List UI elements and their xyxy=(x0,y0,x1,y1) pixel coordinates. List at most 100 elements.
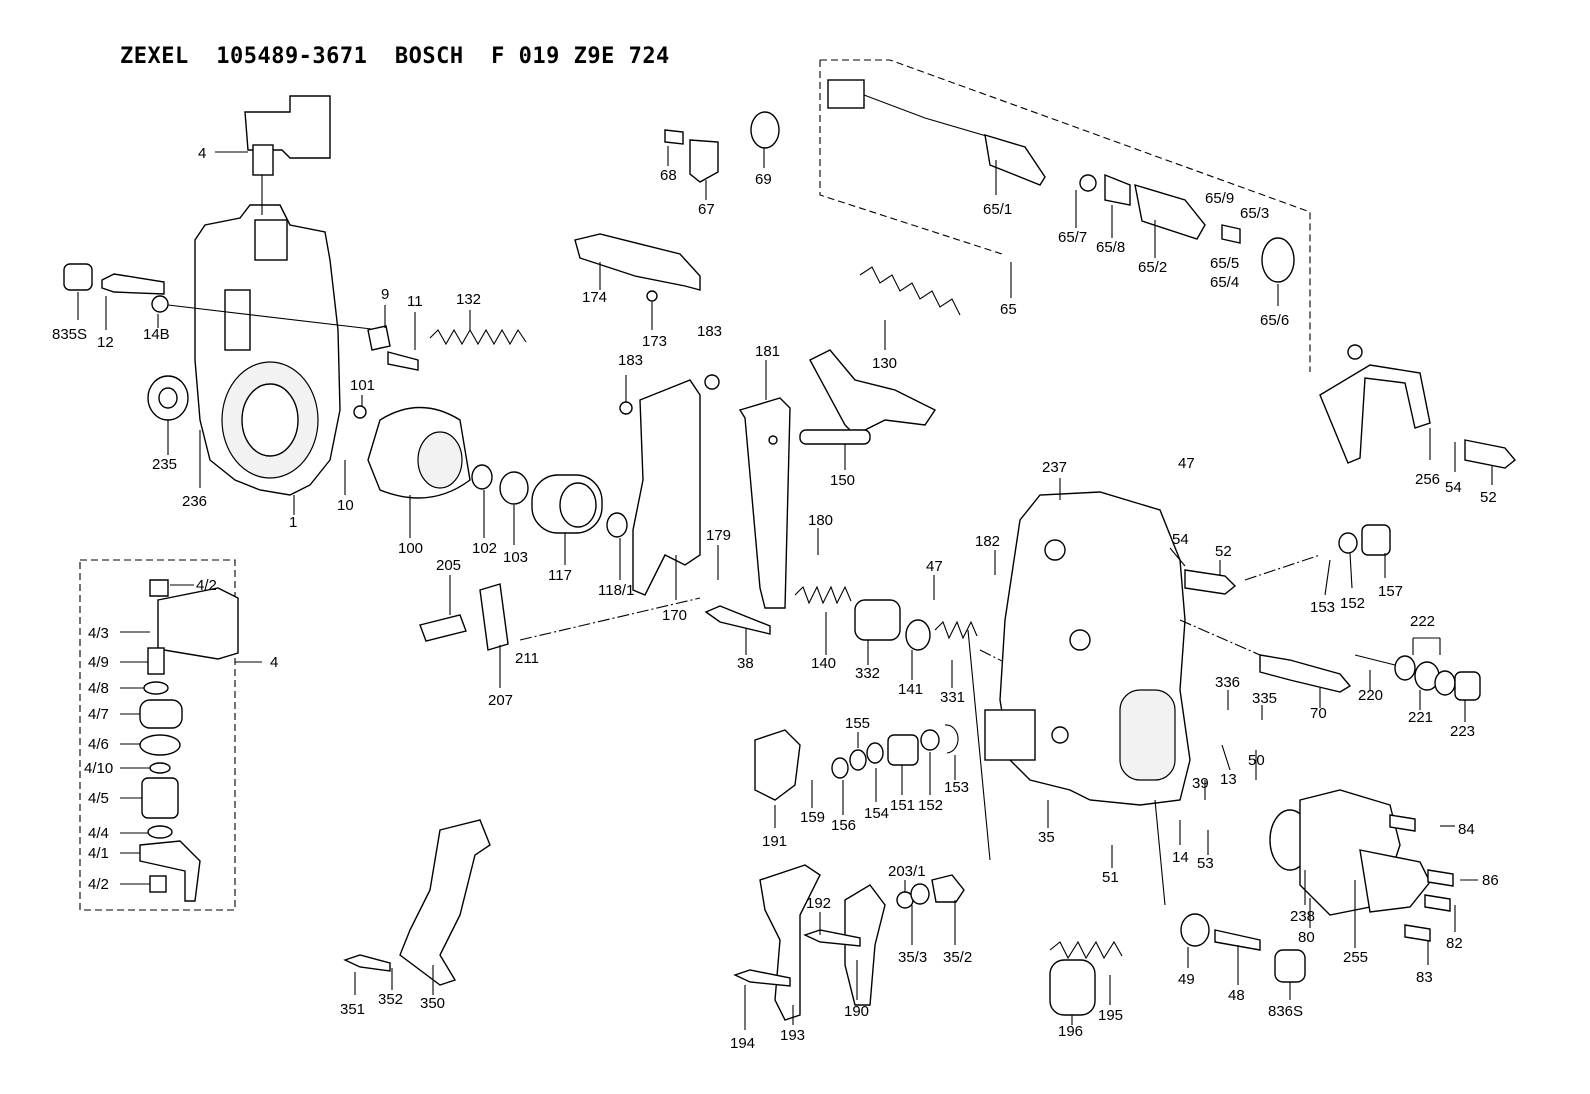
part-label-65: 65 xyxy=(1000,301,1017,318)
screw-52 xyxy=(1184,524,1391,595)
clip-group xyxy=(664,111,780,183)
part-label-835S: 835S xyxy=(52,326,87,343)
part-label-836S: 836S xyxy=(1268,1003,1303,1020)
part-label-236: 236 xyxy=(182,493,207,510)
part-label-65-3: 65/3 xyxy=(1240,205,1269,222)
part-label-173: 173 xyxy=(642,333,667,350)
part-label-35-3: 35/3 xyxy=(898,949,927,966)
part-label-155: 155 xyxy=(845,715,870,732)
lever-190-193-group xyxy=(733,864,965,1021)
part-label-157: 157 xyxy=(1378,583,1403,600)
part-label-83: 83 xyxy=(1416,969,1433,986)
part-label-203-1: 203/1 xyxy=(888,863,926,880)
part-label-351: 351 xyxy=(340,1001,365,1018)
part-label-181: 181 xyxy=(755,343,780,360)
part-label-211: 211 xyxy=(515,650,539,667)
part-label-153b: 153 xyxy=(944,779,969,796)
part-label-65-9: 65/9 xyxy=(1205,190,1234,207)
part-label-4-9: 4/9 xyxy=(88,654,109,671)
housing-part xyxy=(194,204,341,496)
part-label-68: 68 xyxy=(660,167,677,184)
part-label-223: 223 xyxy=(1450,723,1475,740)
part-label-196: 196 xyxy=(1058,1023,1083,1040)
part-label-4-3: 4/3 xyxy=(88,625,109,642)
part-label-4: 4 xyxy=(198,145,206,162)
part-label-69: 69 xyxy=(755,171,772,188)
cap-screw-group xyxy=(63,263,381,421)
arm-181 xyxy=(738,397,791,609)
solenoid-assembly-65 xyxy=(819,59,1311,372)
part-label-65-7: 65/7 xyxy=(1058,229,1087,246)
part-label-237: 237 xyxy=(1042,459,1067,476)
part-label-52b: 52 xyxy=(1480,489,1497,506)
screw-spring-row xyxy=(704,585,1011,666)
part-label-222: 222 xyxy=(1410,613,1435,630)
part-label-152a: 152 xyxy=(1340,595,1365,612)
cover-plate-group xyxy=(1269,789,1454,942)
part-label-47a: 47 xyxy=(1178,455,1195,472)
part-label-9: 9 xyxy=(381,286,389,303)
part-label-14: 14 xyxy=(1172,849,1189,866)
part-label-14B: 14B xyxy=(143,326,170,343)
cam-ring-group xyxy=(353,405,628,538)
part-label-191: 191 xyxy=(762,833,787,850)
diagram-title: ZEXEL 105489-3671 BOSCH F 019 Z9E 724 xyxy=(120,44,670,69)
part-label-67: 67 xyxy=(698,201,715,218)
part-label-174: 174 xyxy=(582,289,607,306)
part-label-194: 194 xyxy=(730,1035,755,1052)
part-label-53: 53 xyxy=(1197,855,1214,872)
part-label-255: 255 xyxy=(1343,949,1368,966)
part-label-54a: 54 xyxy=(1172,531,1189,548)
part-label-103: 103 xyxy=(503,549,528,566)
part-label-152b: 152 xyxy=(918,797,943,814)
part-label-193: 193 xyxy=(780,1027,805,1044)
part-label-35-2: 35/2 xyxy=(943,949,972,966)
part-label-51: 51 xyxy=(1102,869,1119,886)
part-label-86: 86 xyxy=(1482,872,1499,889)
part-label-117: 117 xyxy=(548,567,572,584)
part-label-141: 141 xyxy=(898,681,923,698)
part-label-331: 331 xyxy=(940,689,965,706)
part-label-11: 11 xyxy=(407,293,423,310)
part-label-183a: 183 xyxy=(618,352,643,369)
spring-130 xyxy=(799,266,961,445)
part-label-13: 13 xyxy=(1220,771,1237,788)
plug-screw-group xyxy=(1180,913,1306,983)
part-label-180: 180 xyxy=(808,512,833,529)
part-4-detail-box xyxy=(79,559,239,911)
part-label-50: 50 xyxy=(1248,752,1265,769)
part-label-256: 256 xyxy=(1415,471,1440,488)
part-label-54b: 54 xyxy=(1445,479,1462,496)
part-label-118-1: 118/1 xyxy=(598,582,634,599)
part-label-4-6: 4/6 xyxy=(88,736,109,753)
part-label-235: 235 xyxy=(152,456,177,473)
part-label-238: 238 xyxy=(1290,908,1315,925)
part-label-179: 179 xyxy=(706,527,731,544)
part-label-335: 335 xyxy=(1252,690,1277,707)
part-label-192: 192 xyxy=(806,895,831,912)
part-label-4-box: 4 xyxy=(270,654,278,671)
part-label-65-2: 65/2 xyxy=(1138,259,1167,276)
part-label-101: 101 xyxy=(350,377,375,394)
part-label-170: 170 xyxy=(662,607,687,624)
part-label-4-7: 4/7 xyxy=(88,706,109,723)
part-label-4-1: 4/1 xyxy=(88,845,109,862)
part-label-336: 336 xyxy=(1215,674,1240,691)
part-label-352: 352 xyxy=(378,991,403,1008)
part-label-47b: 47 xyxy=(926,558,943,575)
bracket-256 xyxy=(1319,344,1516,469)
part-label-220: 220 xyxy=(1358,687,1383,704)
part-label-195: 195 xyxy=(1098,1007,1123,1024)
shaft-205-group xyxy=(419,583,701,651)
part-label-12: 12 xyxy=(97,334,114,351)
part-label-65-6: 65/6 xyxy=(1260,312,1289,329)
part-label-332: 332 xyxy=(855,665,880,682)
part-label-100: 100 xyxy=(398,540,423,557)
part-label-65-8: 65/8 xyxy=(1096,239,1125,256)
part-label-35: 35 xyxy=(1038,829,1055,846)
part-label-350: 350 xyxy=(420,995,445,1012)
governor-housing-237 xyxy=(984,491,1191,806)
